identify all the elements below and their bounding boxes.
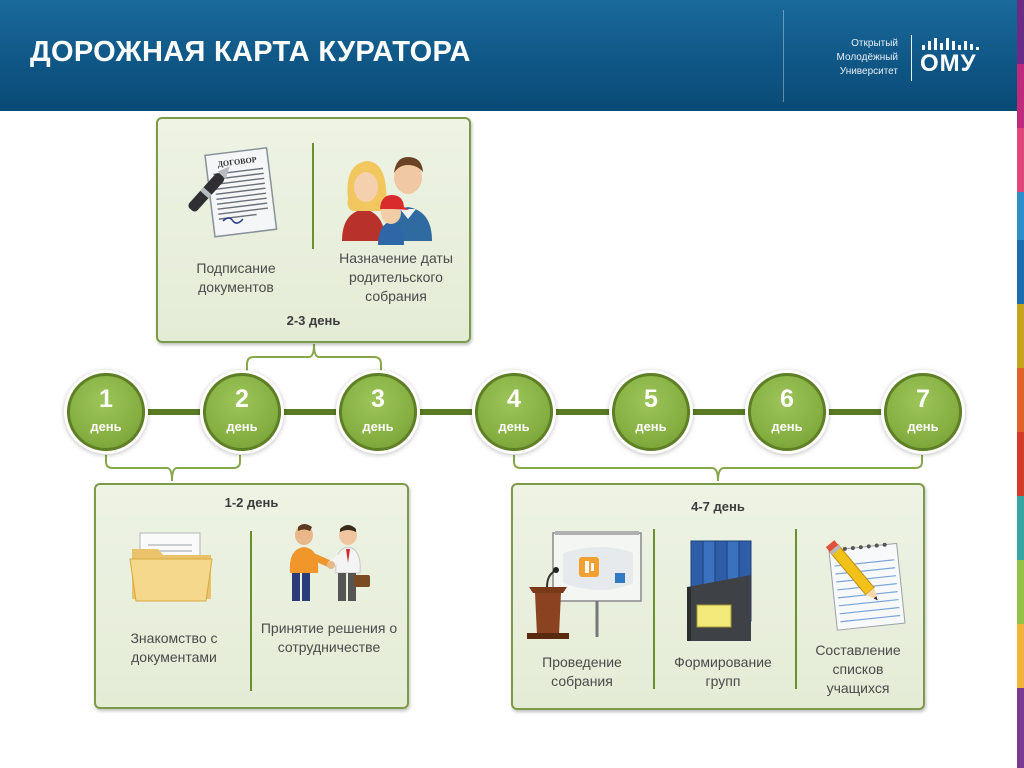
day-number: 6 [780,385,794,413]
logo-line-1: Открытый [851,38,898,49]
top-group-bracket [246,343,382,372]
label-compile-student-lists: Составление списков учащихся [815,642,901,696]
color-stripe [1017,304,1024,368]
day-number: 1 [99,385,113,413]
logo-text: Открытый Молодёжный Университет [808,37,898,79]
folder-icon [126,519,220,610]
day-label: день [362,419,394,434]
day-circle-2: 2 день [203,373,281,451]
color-stripe [1017,624,1024,688]
notepad-pencil-icon [819,537,911,638]
box-divider [312,143,314,249]
color-stripe [1017,496,1024,560]
color-stripe [1017,192,1024,240]
label-signing-documents: Подписание документов [196,260,276,295]
logo-line-2: Молодёжный [836,52,898,63]
color-stripe [1017,240,1024,304]
day-number: 4 [507,385,521,413]
contract-icon: ДОГОВОР [188,139,288,252]
label-cooperation-decision: Принятие решения о сотрудничестве [260,620,398,655]
day-label: день [635,419,667,434]
color-stripe [1017,560,1024,624]
day-circle-3: 3 день [339,373,417,451]
binders-icon [683,537,763,650]
bottom-right-group-bracket [513,455,923,482]
family-icon [340,145,446,250]
day-label: день [498,419,530,434]
group-title-days-1-2: 1-2 день [224,495,279,510]
label-parent-meeting-date: Назначение даты родительского собрания [339,250,453,304]
group-box-days-2-3: ДОГОВОР Подписание документов [156,117,471,343]
day-circle-7: 7 день [884,373,962,451]
day-label: день [226,419,258,434]
color-stripe [1017,64,1024,128]
day-circle-5: 5 день [612,373,690,451]
group-title-days-4-7: 4-7 день [691,499,745,514]
color-stripe [1017,688,1024,768]
header-divider [783,10,784,102]
box-divider [653,529,655,689]
color-stripe [1017,432,1024,496]
day-number: 5 [644,385,658,413]
day-circle-4: 4 день [475,373,553,451]
group-box-days-1-2: 1-2 день Знакомство с документами Принят… [94,483,409,709]
logo-line-3: Университет [839,66,898,77]
group-title-days-2-3: 2-3 день [286,313,341,328]
box-divider [250,531,252,691]
handshake-icon [282,521,374,610]
day-label: день [907,419,939,434]
day-label: день [771,419,803,434]
group-box-days-4-7: 4-7 день Проведение собрания [511,483,925,710]
university-logo: ОМУ [920,38,986,82]
day-circle-1: 1 день [67,373,145,451]
logo-wordmark: ОМУ [920,50,977,77]
day-number: 3 [371,385,385,413]
day-circle-6: 6 день [748,373,826,451]
color-stripe [1017,0,1024,64]
color-stripe [1017,368,1024,432]
color-stripe [1017,128,1024,192]
presentation-icon [523,529,645,646]
box-divider [795,529,797,689]
day-number: 7 [916,385,930,413]
label-form-groups: Формирование групп [674,654,772,689]
page-title: ДОРОЖНАЯ КАРТА КУРАТОРА [30,36,471,68]
day-number: 2 [235,385,249,413]
label-hold-meeting: Проведение собрания [542,654,622,689]
day-label: день [90,419,122,434]
bottom-left-group-bracket [105,455,241,482]
label-review-documents: Знакомство с документами [130,630,218,665]
header-banner: ДОРОЖНАЯ КАРТА КУРАТОРА Открытый Молодёж… [0,0,1024,111]
logo-divider [911,35,912,81]
